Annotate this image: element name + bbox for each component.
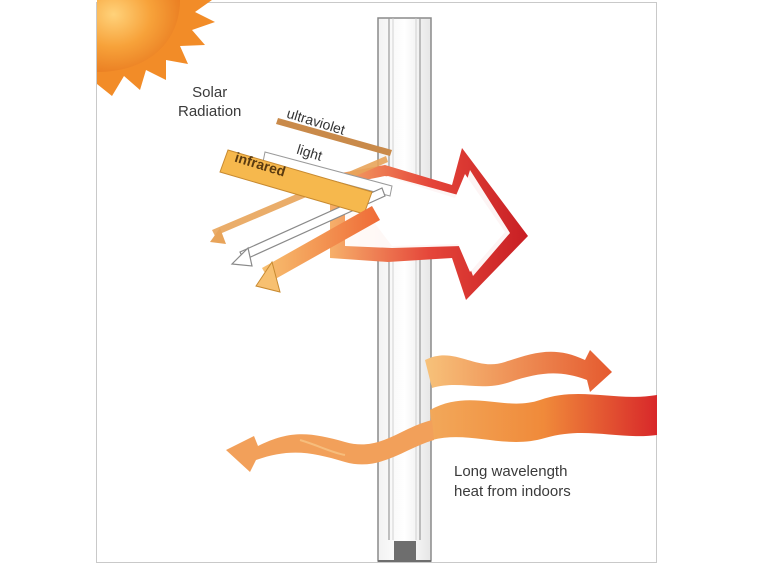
window-pane-icon [377,17,432,562]
heat-label-line2: heat from indoors [454,483,571,500]
solar-label-line1: Solar [192,84,228,101]
diagram-frame [96,2,657,563]
heat-label-line1: Long wavelength [454,463,568,480]
solar-label-line2: Radiation [178,103,242,120]
sun-icon [97,0,215,96]
indoor-heat-label: Long wavelength heat from indoors [454,462,571,502]
infrared-ray [219,149,380,293]
wave-arrow-icon [226,350,657,472]
solar-radiation-label: Solar Radiation [178,83,241,121]
